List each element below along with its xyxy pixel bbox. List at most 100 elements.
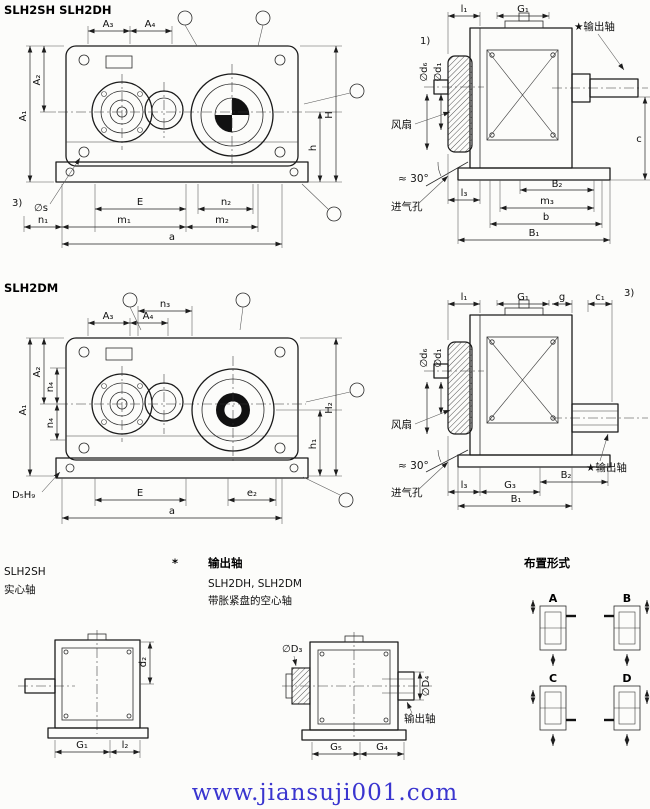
fan-cowl [447,55,473,153]
legend-model-solid: SLH2SH [4,566,46,578]
dim-a: a [169,506,175,517]
fan-assembly [424,55,484,153]
housing-side [457,12,611,181]
output-shaft-hollow [552,403,648,433]
angle-label: ≈ 30° [398,173,429,185]
dim-G1: G₁ [517,292,529,303]
dim-A3: A₃ [103,311,114,322]
dim-B2: B₂ [552,179,563,190]
dim-D5H9: D₅H₉ [12,490,35,501]
dim-B1: B₁ [529,228,540,239]
dim-b: b [543,212,549,223]
slh2sh-slh2dh-front-view: A₃ A₄ A₂ A₁ h H 3) ∅s E n₂ n₁ [12,10,365,248]
slh2dm-side-view: l₁ G₁ g c₁ 3) ∅d₆ ∅d₁ 风扇 ≈ 30° 进气孔 ★输出轴 [391,288,648,510]
dim-l2: l₂ [122,740,129,751]
dim-n1: n₁ [38,215,48,226]
dim-m3: m₃ [540,196,554,207]
bearing-bores [58,64,306,166]
dim-e2: e₂ [247,488,257,499]
shrink-disk [291,667,311,705]
angle-label: ≈ 30° [398,460,429,472]
output-shaft-label: 输出轴 [404,712,436,725]
dim-d6: ∅d₆ [419,62,430,81]
shaft-end-mark [232,98,249,115]
dim-g: g [559,292,565,303]
dim-l3: l₃ [461,188,468,199]
dim-A2: A₂ [32,367,43,378]
dim-A4: A₄ [143,311,154,322]
dim-c1: c₁ [595,292,605,303]
dim-h: h [308,145,319,151]
dimensions-top-side: l₁ G₁ ★输出轴 1) ∅d₆ ∅d₁ 风扇 ≈ 30° 进气孔 c [391,4,650,244]
housing-side [457,299,611,468]
output-shaft [552,73,648,103]
dim-H2: H₂ [324,402,335,414]
dim-G1: G₁ [517,4,529,15]
dim-a: a [169,232,175,243]
legend-arrangement-title: 布置形式 [523,556,570,570]
dim-n3: n₃ [160,299,170,310]
legend-solid-shaft: 实心轴 [4,583,36,596]
output-shaft-label: ★输出轴 [586,461,627,474]
housing-front [55,337,309,479]
arrangement-diagrams: A B C D [530,592,650,746]
dimensions-top-front: A₃ A₄ A₂ A₁ h H 3) ∅s E n₂ n₁ [12,19,342,248]
dim-G1: G₁ [76,740,88,751]
dim-n2: n₂ [221,197,231,208]
dim-E: E [137,197,143,208]
legend-output-shaft: 输出轴 [208,556,243,570]
dim-n4-upper: n₄ [45,382,56,392]
hollow-output-shaft [397,671,415,701]
output-shaft-label: ★输出轴 [574,20,615,33]
hollow-shaft-detail-view: ∅D₃ ∅D₄ 输出轴 G₅ G₄ [282,632,436,760]
dim-m2: m₂ [215,215,229,226]
dim-D4: ∅D₄ [421,676,432,696]
dim-d2: d₂ [138,657,149,667]
note-1: 1) [420,36,430,47]
fan-assembly [424,341,484,435]
solid-output-shaft [24,678,56,694]
dim-D3: ∅D₃ [282,644,302,655]
dim-G4: G₄ [376,742,388,753]
dim-A4: A₄ [145,19,156,30]
dim-d1: ∅d₁ [433,62,444,81]
dim-l1: l₁ [461,4,468,15]
fan-cowl [447,341,473,435]
dim-A3: A₃ [103,19,114,30]
arrangement-C-label: C [549,672,557,685]
dim-c: c [636,134,642,145]
callout-balloons [122,292,365,508]
note-3: 3) [12,198,22,209]
dim-A1: A₁ [18,405,29,416]
arrangement-B-label: B [623,592,631,605]
legend: * 输出轴 SLH2SH 实心轴 SLH2DH, SLH2DM 带胀紧盘的空心轴… [4,556,570,607]
dim-H: H [324,111,335,119]
site-watermark: www.jiansuji001.com [192,780,459,806]
arrangement-D-label: D [622,672,631,685]
dim-A2: A₂ [32,75,43,86]
legend-hollow-shaft: 带胀紧盘的空心轴 [208,594,292,607]
dim-m1: m₁ [117,215,131,226]
arrangement-A: A [530,592,576,666]
page-title-top: SLH2SH SLH2DH [4,3,112,17]
air-inlet-label: 进气孔 [391,200,423,213]
dim-A1: A₁ [18,111,29,122]
dim-G5: G₅ [330,742,342,753]
fan-label: 风扇 [391,418,412,431]
fan-label: 风扇 [391,118,412,131]
housing-front [55,45,309,183]
dimensions-mid-side: l₁ G₁ g c₁ 3) ∅d₆ ∅d₁ 风扇 ≈ 30° 进气孔 ★输出轴 [391,288,634,510]
dim-G3: G₃ [504,480,516,491]
page-title-mid: SLH2DM [4,281,58,295]
dim-l3: l₃ [461,480,468,491]
slh2sh-slh2dh-side-view: l₁ G₁ ★输出轴 1) ∅d₆ ∅d₁ 风扇 ≈ 30° 进气孔 c [391,4,650,244]
arrangement-A-label: A [549,592,558,605]
slh2dm-front-view: n₃ A₃ A₄ A₂ n₄ A₁ n₄ h₁ H₂ D₅H₉ [12,292,365,524]
callout-balloons [177,10,365,222]
legend-star: * [172,556,178,570]
arrangement-C: C [530,672,576,746]
solid-shaft-detail-view: d₂ G₁ l₂ [18,630,154,758]
dim-B2: B₂ [561,470,572,481]
